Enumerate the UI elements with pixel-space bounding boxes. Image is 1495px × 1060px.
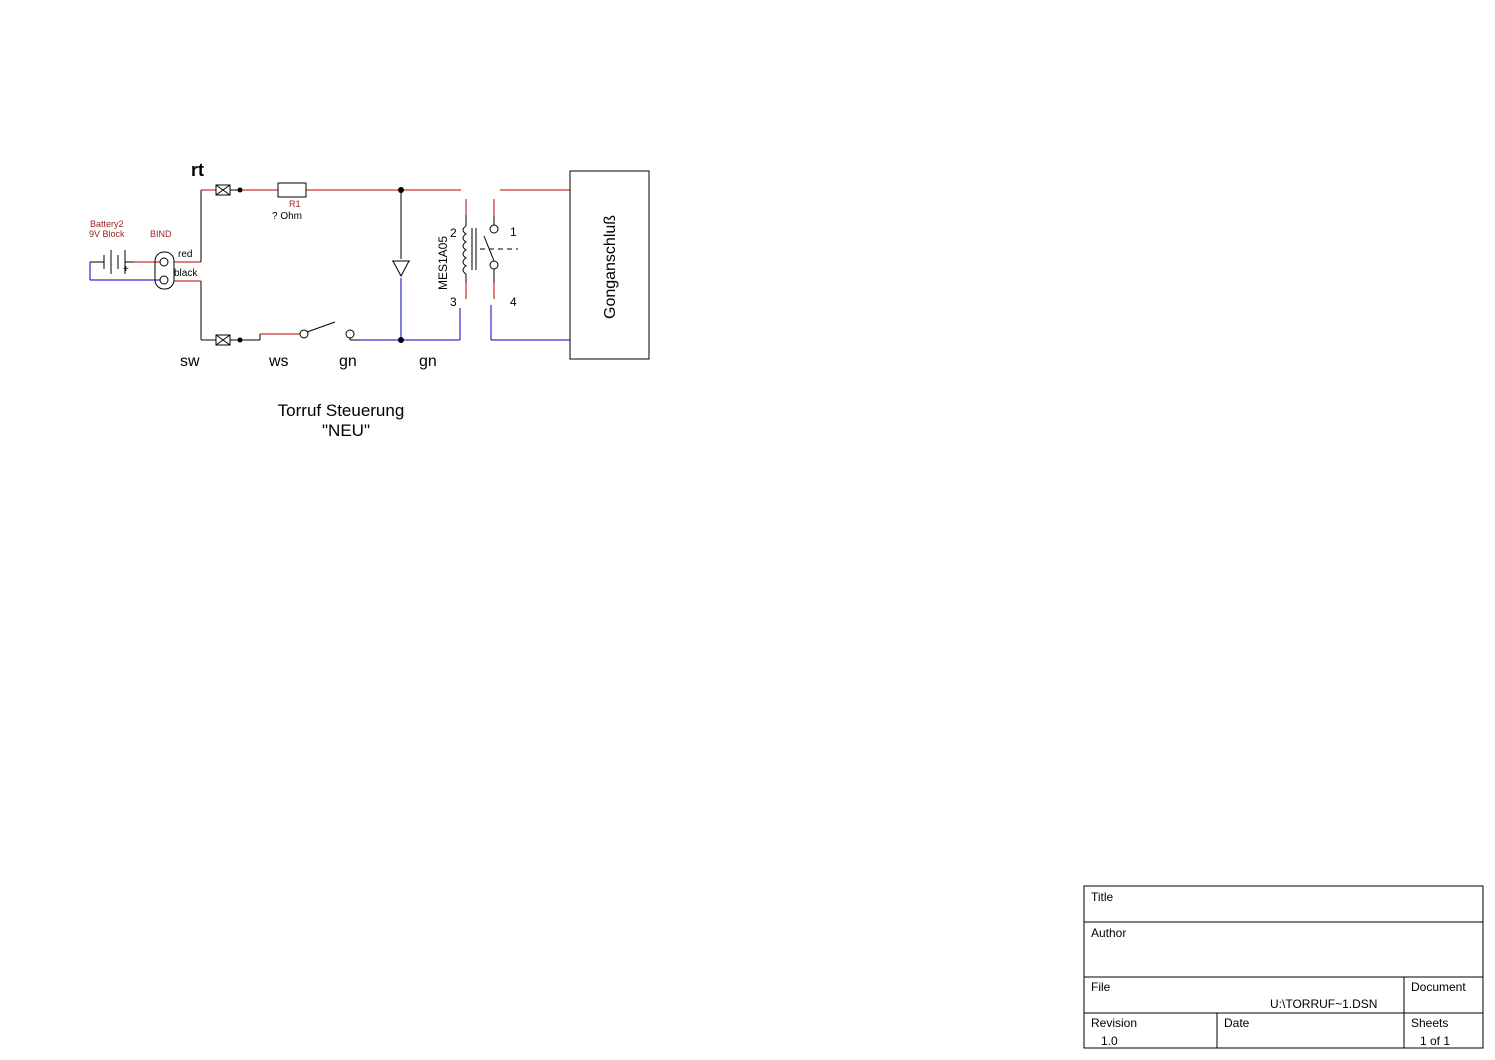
relay-contact bbox=[480, 216, 518, 283]
caption-line-1: Torruf Steuerung bbox=[278, 401, 405, 420]
battery-plus-label: + bbox=[123, 264, 129, 275]
binding-post-connector bbox=[154, 251, 175, 290]
revision-value: 1.0 bbox=[1101, 1034, 1118, 1048]
wire-label-ws: ws bbox=[268, 353, 289, 370]
title-label: Title bbox=[1091, 890, 1114, 904]
connector-ref-label: BIND bbox=[150, 229, 172, 239]
terminal-top-dot bbox=[237, 187, 243, 193]
terminal-bottom-dot bbox=[237, 337, 243, 343]
connector-black-pin-label: black bbox=[174, 268, 198, 279]
black-wires bbox=[200, 190, 402, 341]
relay-pin1-label: 1 bbox=[510, 225, 517, 239]
blue-wires bbox=[89, 262, 570, 341]
document-label: Document bbox=[1411, 980, 1466, 994]
diode-symbol bbox=[392, 260, 410, 278]
date-label: Date bbox=[1224, 1016, 1250, 1030]
battery-value-label: 9V Block bbox=[89, 229, 125, 239]
battery-symbol bbox=[90, 250, 134, 274]
wire-label-sw: sw bbox=[180, 353, 200, 370]
relay-pin4-label: 4 bbox=[510, 295, 517, 309]
caption-line-2: "NEU" bbox=[322, 421, 370, 440]
revision-label: Revision bbox=[1091, 1016, 1137, 1030]
sheets-label: Sheets bbox=[1411, 1016, 1448, 1030]
terminal-bottom bbox=[215, 334, 240, 346]
file-value: U:\TORRUF~1.DSN bbox=[1270, 997, 1377, 1011]
wire-label-gn-switch: gn bbox=[339, 353, 357, 370]
junction-top bbox=[398, 187, 404, 193]
gong-connection-box bbox=[569, 170, 650, 360]
gong-box-label: Gonganschluß bbox=[602, 215, 619, 319]
resistor-value-label: ? Ohm bbox=[272, 211, 302, 222]
junction-bottom bbox=[398, 337, 404, 343]
connector-red-pin-label: red bbox=[178, 249, 192, 260]
title-block bbox=[1083, 885, 1484, 1049]
terminal-top bbox=[215, 184, 240, 196]
relay-pin3-label: 3 bbox=[450, 295, 457, 309]
author-label: Author bbox=[1091, 926, 1126, 940]
resistor-ref-label: R1 bbox=[289, 199, 301, 209]
resistor-r1 bbox=[277, 182, 307, 198]
relay-pin2-label: 2 bbox=[450, 226, 457, 240]
relay-part-label: MES1A05 bbox=[436, 236, 450, 290]
switch-symbol bbox=[299, 321, 360, 341]
wire-label-gn-right: gn bbox=[419, 353, 437, 370]
sheets-value: 1 of 1 bbox=[1420, 1034, 1450, 1048]
relay-coil bbox=[462, 215, 477, 283]
file-label: File bbox=[1091, 980, 1111, 994]
wire-label-rt: rt bbox=[191, 160, 204, 180]
red-wires bbox=[134, 189, 570, 335]
battery-ref-label: Battery2 bbox=[90, 219, 124, 229]
